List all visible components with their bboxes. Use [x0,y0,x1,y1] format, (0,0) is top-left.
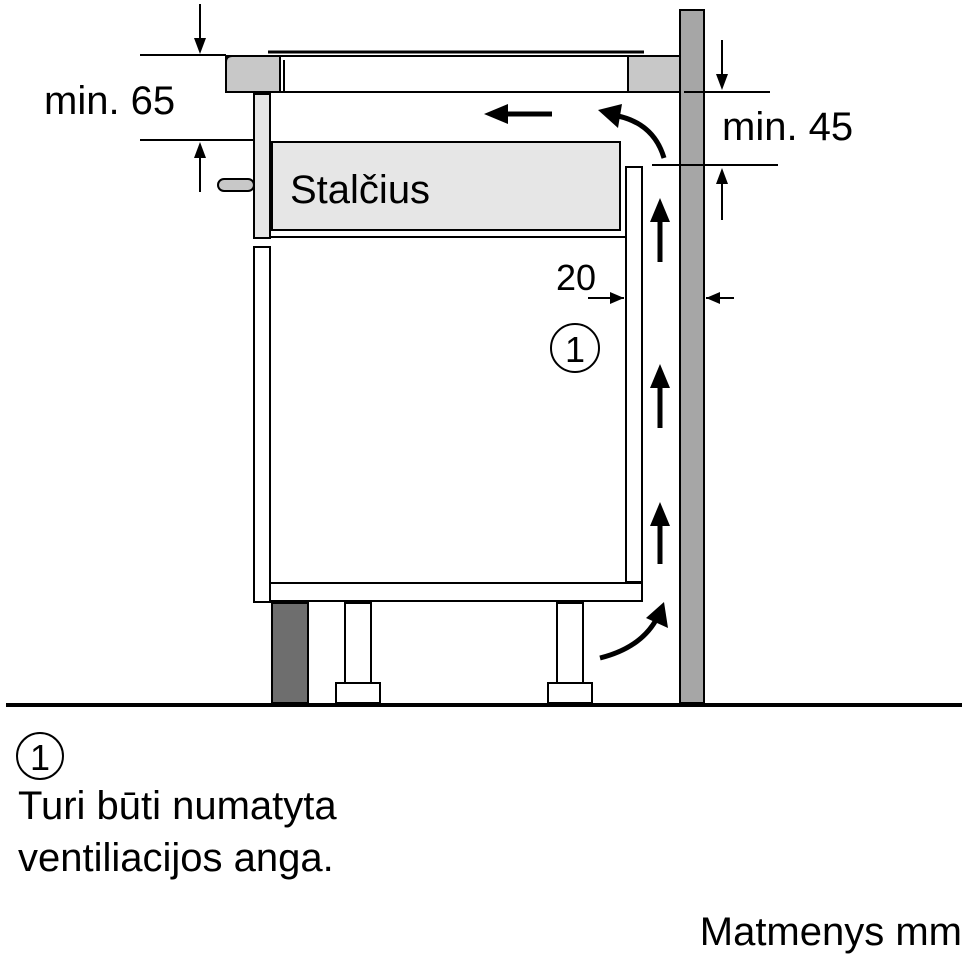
dimension-min-65 [140,4,254,192]
cabinet-leg-right [547,602,593,704]
airflow-arrow-up-2 [650,364,670,428]
cabinet-back-panel [625,166,643,583]
airflow-arrow-up-3 [650,502,670,564]
plinth [271,602,309,704]
airflow-arrow-left [484,104,552,124]
callout-circle [550,323,600,373]
units-note: Matmenys mm [699,910,962,954]
legend-marker-circle [16,732,64,780]
legend-line-2: ventiliacijos anga. [18,836,334,880]
cabinet-leg-left [335,602,381,704]
dimension-gap-20 [588,292,734,304]
airflow-arrow-curve-bottom [599,602,668,661]
wall [679,9,705,704]
min-45-label: min. 45 [722,105,853,149]
gap-20-label: 20 [556,257,596,298]
dimension-min-45 [652,40,778,220]
callout-number: 1 [565,329,585,370]
drawer-label: Stalčius [290,168,430,212]
airflow-arrow-up-1 [650,198,670,262]
cabinet-bottom [269,582,643,602]
drawer-handle [217,178,255,192]
airflow-arrow-curve-top [598,104,667,159]
min-65-label: min. 65 [44,79,175,123]
legend-line-1: Turi būti numatyta [18,784,337,828]
legend-marker-number: 1 [30,737,50,778]
hob-worktop [225,50,681,93]
cabinet-front-lower [253,246,271,603]
cabinet-front-upper [253,93,271,239]
drawer [271,141,621,231]
